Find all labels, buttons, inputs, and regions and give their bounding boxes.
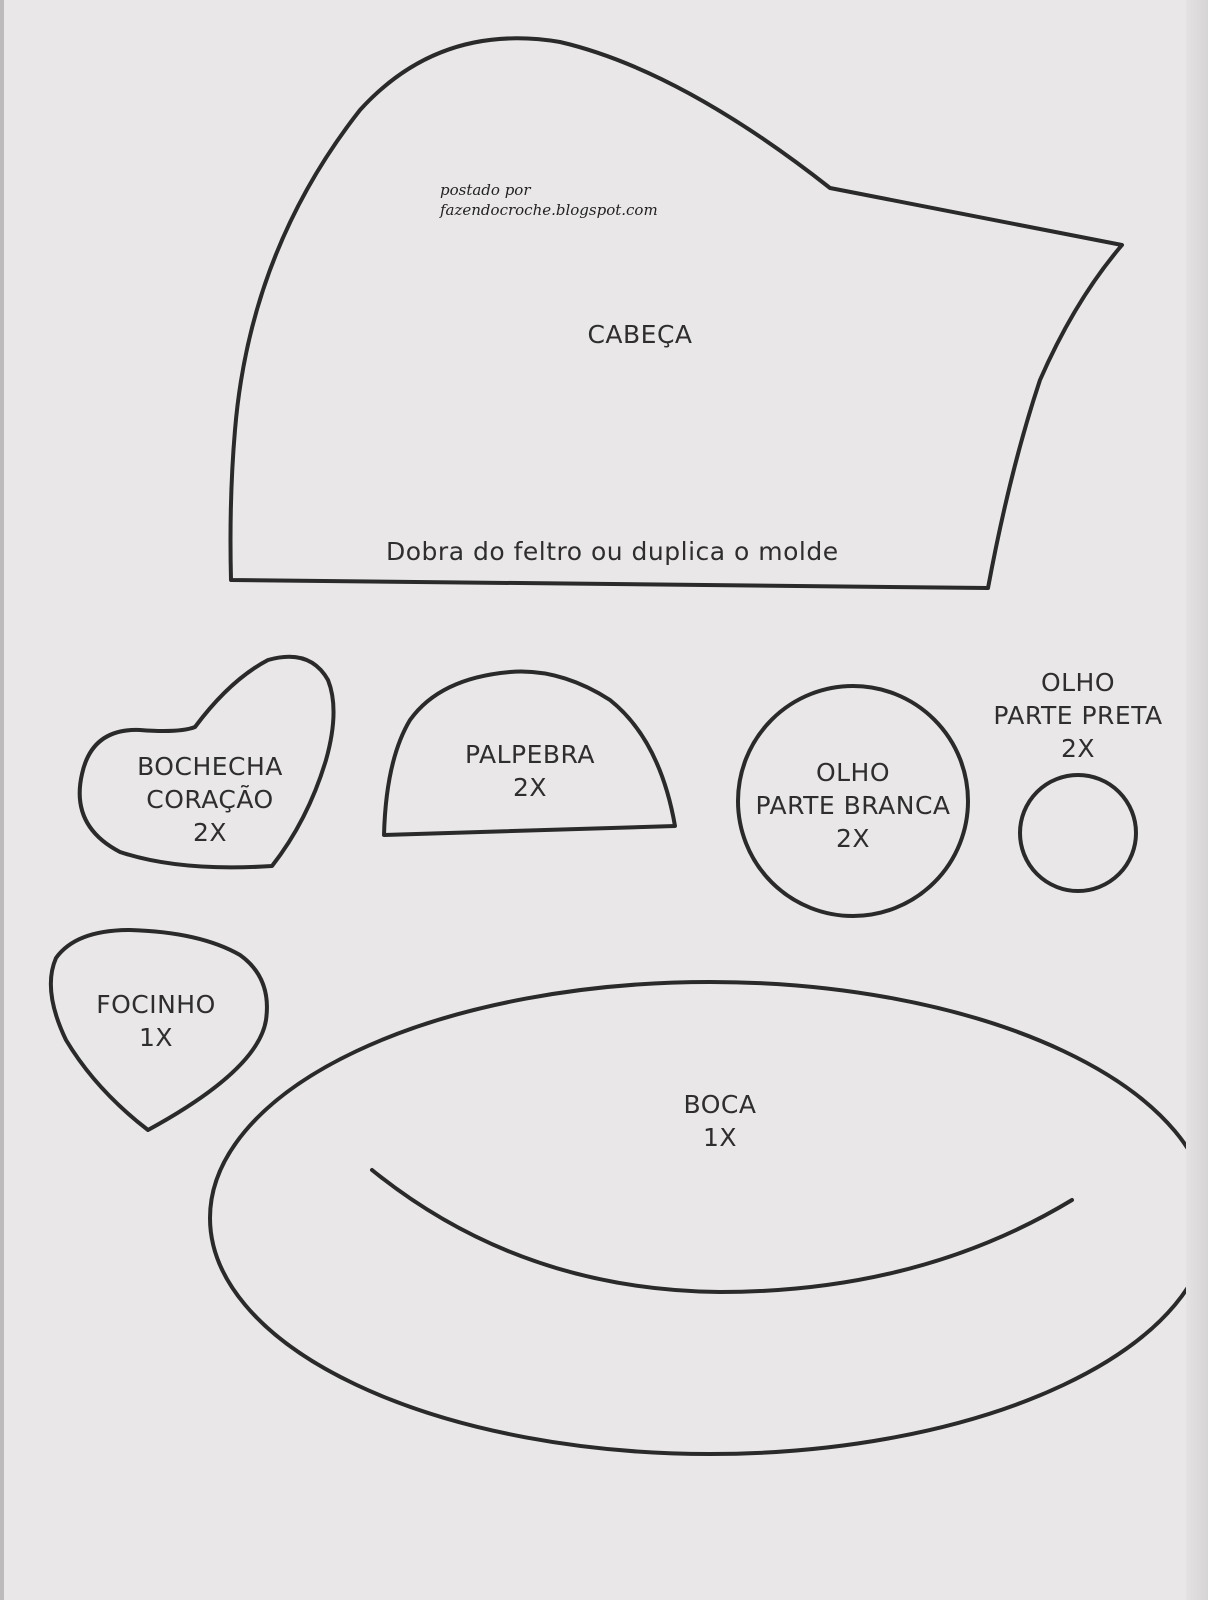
bochecha-outline [77,654,336,870]
boca-outline [208,980,1208,1456]
palpebra-outline [382,669,677,837]
credit-line-2: fazendocroche.blogspot.com [440,201,658,219]
olho-branca-label: OLHO PARTE BRANCA 2X [755,758,951,853]
boca-smile-line [370,1168,1074,1294]
cabeca-label: CABEÇA [587,320,693,349]
cabeca-outline [228,36,1124,590]
bochecha-label: BOCHECHA CORAÇÃO 2X [137,752,283,847]
boca-label: BOCA 1X [683,1090,757,1152]
olho-preta-label: OLHO PARTE PRETA 2X [993,668,1163,763]
fold-note: Dobra do feltro ou duplica o molde [386,537,839,566]
blog-credit: postado por fazendocroche.blogspot.com [440,180,658,220]
olho-preta-outline [1018,773,1138,893]
olho-branca-outline [736,684,970,918]
page-left-edge [0,0,4,1600]
page-right-edge [1186,0,1208,1600]
focinho-label: FOCINHO 1X [96,990,216,1052]
focinho-outline [48,928,269,1132]
palpebra-label: PALPEBRA 2X [465,740,595,802]
credit-line-1: postado por [440,181,531,199]
